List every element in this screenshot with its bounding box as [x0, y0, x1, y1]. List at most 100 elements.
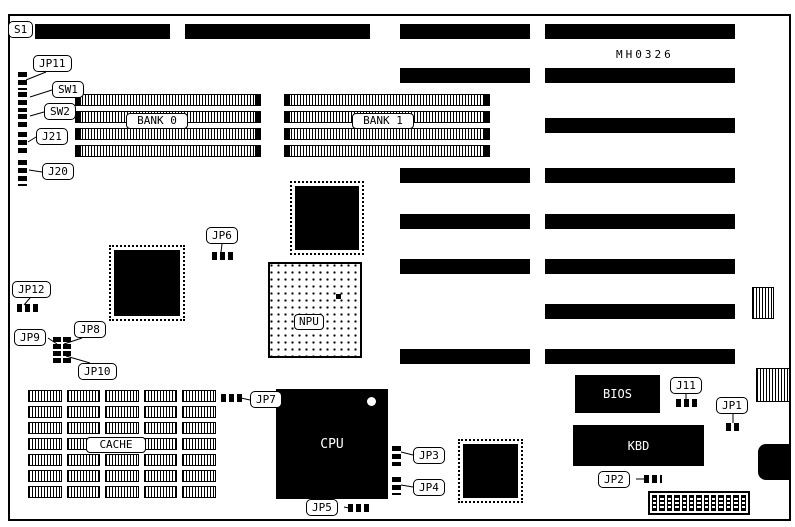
cache-chip	[182, 390, 216, 402]
cache-chip	[182, 470, 216, 482]
jp2-pins	[644, 475, 662, 483]
cache-chip	[182, 438, 216, 450]
npu-socket	[268, 262, 362, 358]
jp11-pins	[18, 72, 27, 90]
power-pin	[652, 495, 658, 511]
cache-chip	[28, 406, 62, 418]
power-pin	[740, 495, 746, 511]
cpu-chip: CPU	[276, 389, 388, 499]
cache-chip	[143, 454, 178, 466]
cache-chip	[143, 390, 178, 402]
callout-jp8: JP8	[74, 321, 106, 338]
simm-socket	[75, 145, 261, 157]
cache-chip	[66, 422, 101, 434]
expansion-slot	[400, 24, 530, 39]
bios-chip: BIOS	[575, 375, 660, 413]
expansion-slot	[545, 68, 735, 83]
power-pin	[666, 495, 673, 511]
cache-chip	[143, 438, 178, 450]
npu-label: NPU	[294, 314, 324, 330]
sw1-switch	[18, 92, 27, 112]
callout-jp12: JP12	[12, 281, 51, 298]
power-pin	[696, 495, 702, 511]
cache-chip	[28, 470, 62, 482]
cache-chip	[66, 454, 101, 466]
simm-socket	[284, 128, 490, 140]
power-pin	[674, 495, 680, 511]
j11-pins	[676, 399, 700, 407]
cache-chip	[28, 390, 62, 402]
power-pin	[725, 495, 732, 511]
power-pin	[688, 495, 695, 511]
jp7-pins	[221, 394, 242, 402]
kbd-controller-chip: KBD	[573, 425, 704, 466]
cache-chip	[182, 486, 216, 498]
simm-socket	[75, 94, 261, 106]
cache-chip	[28, 422, 62, 434]
callout-sw2: SW2	[44, 103, 76, 120]
part-number: MH0326	[616, 48, 674, 61]
cache-chip	[66, 486, 101, 498]
callout-jp9: JP9	[14, 329, 46, 346]
chipset-qfp-chip	[290, 181, 364, 255]
cache-chip	[182, 422, 216, 434]
npu-pin1-marker	[336, 294, 341, 299]
jp8-jp9-jp10-pins	[53, 337, 71, 363]
callout-j21: J21	[36, 128, 68, 145]
cache-chip	[182, 454, 216, 466]
cache-chip	[143, 470, 178, 482]
power-connector	[648, 491, 750, 515]
expansion-slot	[545, 214, 735, 229]
sw2-switch	[18, 114, 27, 130]
expansion-slot	[400, 168, 530, 183]
callout-jp3: JP3	[413, 447, 445, 464]
cache-chip	[182, 406, 216, 418]
expansion-slot	[185, 24, 370, 39]
keyboard-connector	[756, 368, 790, 402]
expansion-slot	[35, 24, 170, 39]
simm-socket	[75, 128, 261, 140]
cache-chip	[143, 406, 178, 418]
callout-jp11: JP11	[33, 55, 72, 72]
expansion-slot	[545, 118, 735, 133]
callout-sw1: SW1	[52, 81, 84, 98]
bank1-label: BANK 1	[352, 113, 414, 129]
callout-s1: S1	[8, 21, 34, 38]
jp3-pins	[392, 446, 401, 466]
jp5-pins	[348, 504, 369, 512]
simm-socket	[284, 145, 490, 157]
expansion-slot	[545, 168, 735, 183]
power-pin	[681, 495, 687, 511]
cpu-label: CPU	[320, 436, 344, 452]
cache-array	[28, 390, 216, 506]
callout-jp10: JP10	[78, 363, 117, 380]
cpu-pin1-marker	[367, 397, 376, 406]
din-connector	[758, 444, 790, 480]
callout-jp7: JP7	[250, 391, 282, 408]
cache-chip	[28, 454, 62, 466]
expansion-slot	[545, 349, 735, 364]
bank0-label: BANK 0	[126, 113, 188, 129]
j20-pins	[18, 160, 27, 186]
j21-pins	[18, 132, 27, 156]
cache-chip	[105, 486, 139, 498]
expansion-slot	[400, 68, 530, 83]
cache-chip	[105, 406, 139, 418]
cache-label: CACHE	[86, 437, 146, 453]
kbd-label: KBD	[627, 438, 650, 453]
jp12-pins	[17, 304, 39, 312]
expansion-slot	[545, 24, 735, 39]
callout-jp1: JP1	[716, 397, 748, 414]
cache-chip	[105, 422, 139, 434]
jp4-pins	[392, 477, 401, 495]
cache-chip	[143, 486, 178, 498]
power-pin	[718, 495, 724, 511]
expansion-slot	[400, 349, 530, 364]
cache-chip	[66, 406, 101, 418]
edge-connector	[752, 287, 774, 319]
cache-chip	[105, 454, 139, 466]
cache-chip	[28, 438, 62, 450]
callout-jp2: JP2	[598, 471, 630, 488]
power-pin	[659, 495, 665, 511]
